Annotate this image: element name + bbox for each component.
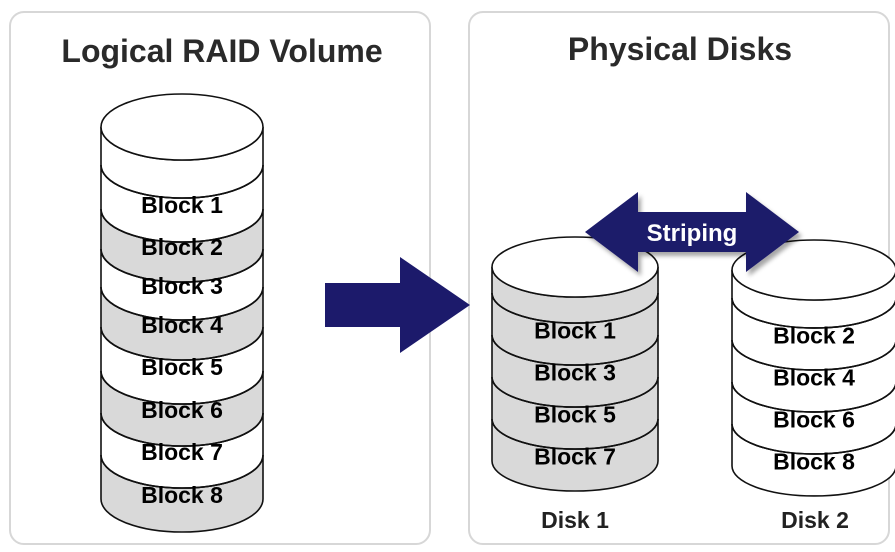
disk-1-separator — [491, 376, 659, 408]
logical-volume-block-label: Block 8 — [141, 482, 223, 508]
logical-volume-title: Logical RAID Volume — [61, 33, 382, 69]
striping-arrow — [585, 192, 799, 272]
disk-2-separator — [731, 339, 895, 371]
disk-1-separator — [491, 418, 659, 450]
logical-volume-top — [100, 93, 264, 161]
disk-2-separator — [731, 297, 895, 329]
disk-1-separator — [491, 334, 659, 366]
logical-volume-cylinder: Block 1 Block 2 Block 3 Block 4 Block 5 Block… — [100, 93, 264, 533]
logical-volume-block-label: Block 7 — [141, 439, 223, 465]
disk-2-top — [731, 239, 895, 301]
logical-volume-separator — [100, 454, 264, 489]
logical-volume-separator — [100, 248, 264, 283]
physical-disks-title: Physical Disks — [568, 31, 792, 67]
right-arrow-icon — [325, 257, 470, 353]
logical-volume-block-label: Block 5 — [141, 354, 223, 380]
logical-volume-separator — [100, 412, 264, 447]
disk-1-block-label: Block 1 — [534, 318, 616, 344]
logical-volume-separator — [100, 164, 264, 199]
disk-2-caption: Disk 2 — [781, 507, 849, 533]
disk-1-block-label: Block 7 — [534, 444, 616, 470]
disk-1-block-label: Block 3 — [534, 360, 616, 386]
disk-2-block-label: Block 4 — [773, 365, 855, 391]
disk-2-block-label: Block 2 — [773, 323, 855, 349]
disk-2-block-label: Block 8 — [773, 449, 855, 475]
logical-volume-block-label: Block 4 — [141, 312, 223, 338]
disk-2-block-label: Block 6 — [773, 407, 855, 433]
logical-volume-separator — [100, 286, 264, 321]
disk-1-separator — [491, 292, 659, 324]
disk-1-cylinder: Block 1 Block 3 Block 5 Block 7 — [491, 236, 659, 492]
logical-volume-separator — [100, 326, 264, 361]
logical-volume-block-label: Block 6 — [141, 397, 223, 423]
logical-volume-block-label: Block 2 — [141, 234, 223, 260]
logical-volume-block-label: Block 3 — [141, 273, 223, 299]
logical-volume-separator — [100, 370, 264, 405]
disk-1-block-label: Block 5 — [534, 402, 616, 428]
striping-label: Striping — [647, 220, 738, 247]
disk-2-cylinder: Block 2 Block 4 Block 6 Block 8 — [731, 239, 895, 497]
logical-volume-separator — [100, 208, 264, 243]
logical-volume-block-label: Block 1 — [141, 192, 223, 218]
disk-1-caption: Disk 1 — [541, 507, 609, 533]
disk-2-separator — [731, 381, 895, 413]
double-arrow-icon — [585, 192, 799, 272]
disk-2-separator — [731, 423, 895, 455]
